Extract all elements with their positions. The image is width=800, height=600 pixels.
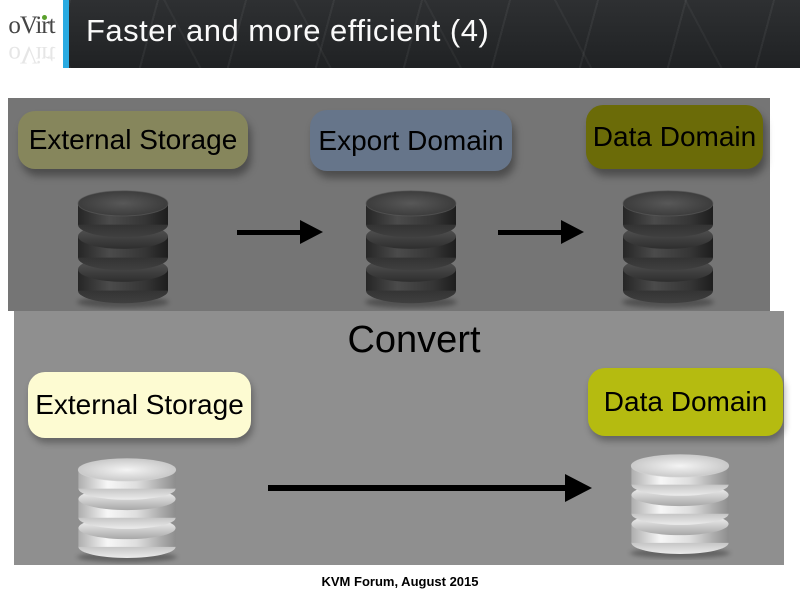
convert-title: Convert [347,319,481,361]
arrow-head [565,474,592,502]
arrow-head [300,220,323,244]
node-data-domain: Data Domain [586,105,763,169]
header-bar: Faster and more efficient (4) [69,0,800,68]
footer-text: KVM Forum, August 2015 [321,574,479,589]
node-external-storage: External Storage [18,111,248,169]
node-data-domain: Data Domain [588,368,783,436]
arrow-shaft [237,229,300,235]
ovirt-logo: oVirt oVirt [0,0,63,68]
arrow-shaft [268,485,565,491]
title-bar: oVirt oVirt Faster and more efficient (4… [0,0,800,68]
database-cylinder-silver-icon [626,447,734,560]
node-export-domain: Export Domain [310,110,512,171]
before-panel: External Storage Export Domain Data Doma… [8,98,770,311]
ovirt-logo-reflection: oVirt [8,41,55,68]
arrow-right-icon [498,220,584,244]
node-external-storage: External Storage [28,372,251,438]
ovirt-logo-text: oVirt [8,12,55,39]
database-cylinder-dark-icon [361,182,461,310]
accent-stripe [63,0,69,68]
slide-title: Faster and more efficient (4) [86,13,490,48]
after-panel: Convert External Storage Data Domain [14,311,784,565]
database-cylinder-silver-icon [73,451,181,564]
arrow-right-icon [268,474,592,502]
arrow-shaft [498,229,561,235]
arrow-head [561,220,584,244]
database-cylinder-dark-icon [618,182,718,310]
database-cylinder-dark-icon [73,182,173,310]
arrow-right-icon [237,220,323,244]
slide-footer: KVM Forum, August 2015 [0,574,800,589]
logo-green-dot-icon [42,15,47,20]
